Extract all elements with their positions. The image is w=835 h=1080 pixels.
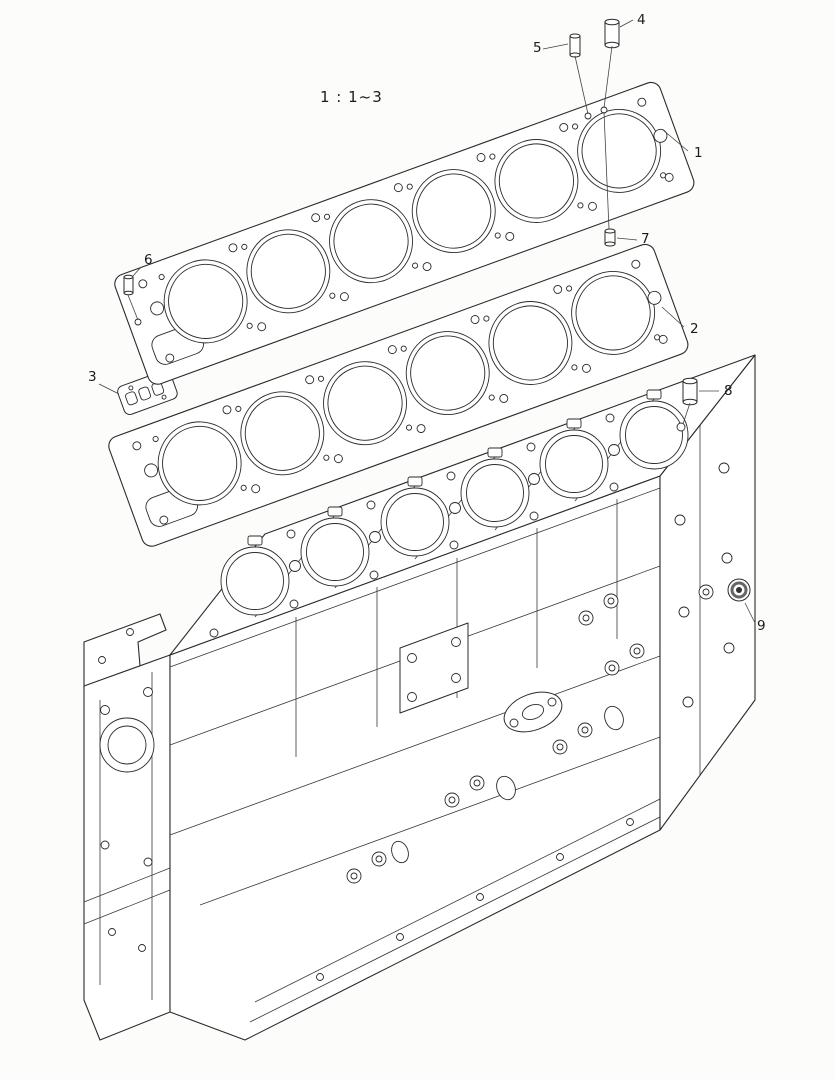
cup-plug-part9: [727, 578, 751, 602]
oval-flange: [503, 691, 563, 733]
callout-9: 9: [757, 618, 766, 634]
callout-1: 1: [694, 145, 703, 161]
oil-pan-rail: [249, 798, 661, 1023]
callout-8: 8: [724, 383, 733, 399]
deck-bolt-holes: [209, 413, 686, 638]
callout-6: 6: [144, 252, 153, 268]
block-front-face: [83, 613, 171, 1041]
engine-block: [83, 354, 756, 1041]
pin-part5: [569, 33, 581, 58]
dowel-pin-part6: [123, 274, 134, 296]
scale-label: 1 : 1~3: [320, 88, 383, 106]
mounting-pad: [399, 622, 469, 714]
dowel-sleeve-part8: [682, 377, 698, 406]
callout-3: 3: [88, 369, 97, 385]
block-top-deck: [169, 354, 756, 656]
core-plug-holes: [391, 705, 624, 864]
bore-caps: [247, 389, 662, 546]
bolt-bosses: [346, 593, 645, 884]
callout-5: 5: [533, 40, 542, 56]
pin-part7: [604, 228, 616, 247]
cylinder-bores: [220, 400, 689, 616]
callout-7: 7: [641, 231, 650, 247]
callout-2: 2: [690, 321, 699, 337]
block-side-face: [169, 475, 661, 1041]
callout-4: 4: [637, 12, 646, 28]
leader-lines: [98, 19, 756, 624]
dowel-sleeve-part4: [604, 18, 620, 49]
